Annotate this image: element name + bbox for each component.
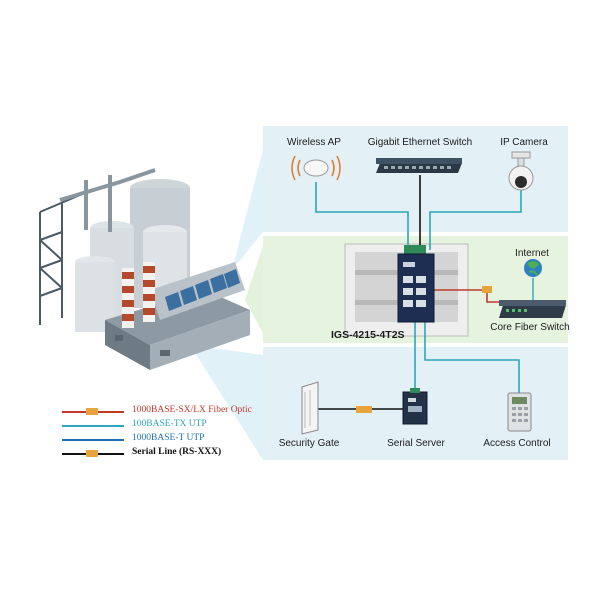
legend-item-tx-utp: 100BASE-TX UTP <box>62 419 262 433</box>
label-ip-camera: IP Camera <box>500 137 548 148</box>
legend-line-tx-utp <box>62 425 124 427</box>
projection-fan-top <box>232 150 263 270</box>
security-gate-icon <box>301 381 319 435</box>
legend-label-fiber: 1000BASE-SX/LX Fiber Optic <box>132 405 252 415</box>
link-switch-to-access <box>424 322 520 395</box>
legend-tag-fiber <box>86 408 98 415</box>
legend-tag-serial <box>86 450 98 457</box>
factory-icon <box>39 168 250 370</box>
legend-item-fiber: 1000BASE-SX/LX Fiber Optic <box>62 405 262 419</box>
label-serial-server: Serial Server <box>387 438 445 449</box>
label-wireless-ap: Wireless AP <box>287 137 341 148</box>
legend-item-serial: Serial Line (RS-XXX) <box>62 447 262 461</box>
wireless-ap-icon <box>291 155 341 181</box>
serial-tag <box>356 406 372 413</box>
link-camera-to-switch <box>429 190 522 250</box>
projection-fan-middle <box>245 246 263 333</box>
legend-line-t-utp <box>62 439 124 441</box>
ip-camera-icon <box>508 151 534 191</box>
link-switch-to-core <box>430 289 500 303</box>
link-ap-to-switch <box>315 182 409 250</box>
label-main-switch: IGS-4215-4T2S <box>331 329 405 341</box>
legend-item-t-utp: 1000BASE-T UTP <box>62 433 262 447</box>
legend-label-serial: Serial Line (RS-XXX) <box>132 447 222 457</box>
serial-server-icon <box>402 388 428 425</box>
label-security-gate: Security Gate <box>278 438 340 449</box>
legend-label-tx-utp: 100BASE-TX UTP <box>132 419 207 429</box>
label-access-control: Access Control <box>483 438 551 449</box>
fiber-tag <box>482 286 492 293</box>
label-gigabit-switch: Gigabit Ethernet Switch <box>367 137 473 148</box>
label-core-fiber-switch: Core Fiber Switch <box>490 322 570 333</box>
label-internet: Internet <box>515 248 549 259</box>
ethernet-switch-icon <box>376 158 462 173</box>
projection-fan-bottom <box>190 345 263 460</box>
globe-icon <box>524 259 542 277</box>
legend: 1000BASE-SX/LX Fiber Optic 100BASE-TX UT… <box>62 405 262 461</box>
access-control-keypad-icon <box>507 392 532 432</box>
industrial-switch-icon <box>397 245 435 323</box>
legend-label-t-utp: 1000BASE-T UTP <box>132 433 205 443</box>
core-fiber-switch-icon <box>499 300 566 318</box>
